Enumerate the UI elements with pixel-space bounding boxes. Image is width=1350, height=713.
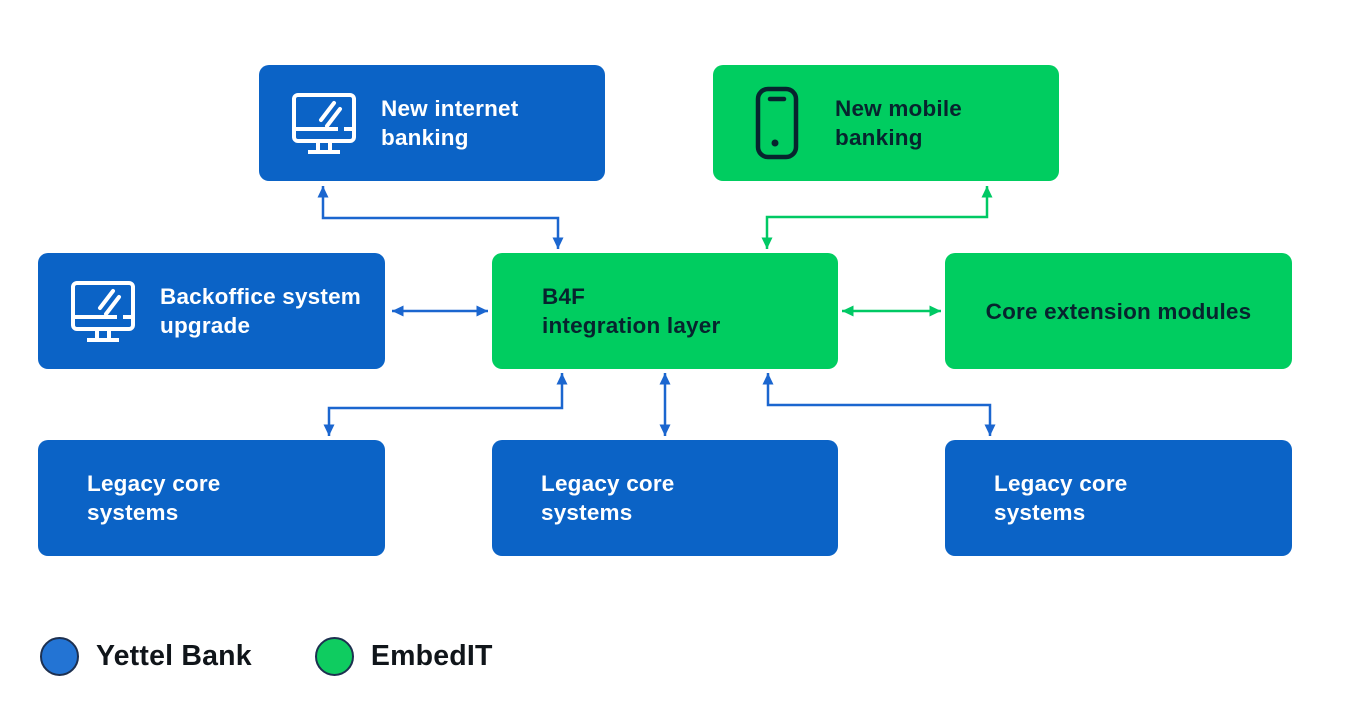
- connector-b4f-mobile: [761, 186, 993, 249]
- connector-b4f-legacy1: [323, 373, 568, 436]
- embedit-color-swatch: [314, 637, 354, 676]
- legend-item-yettel-bank: Yettel Bank: [40, 637, 252, 676]
- connector-b4f-legacy3: [762, 373, 996, 436]
- connector-internet-b4f: [317, 186, 564, 249]
- legend-item-embedit: EmbedIT: [314, 637, 493, 676]
- monitor-icon: [288, 87, 360, 159]
- yettel-bank-color-swatch: [40, 637, 79, 676]
- node-core-extension-modules: Core extension modules: [945, 253, 1292, 369]
- legend: Yettel Bank EmbedIT: [40, 637, 493, 676]
- node-label: Core extension modules: [985, 298, 1252, 324]
- monitor-icon: [67, 275, 139, 347]
- smartphone-icon: [753, 83, 801, 163]
- legend-label: EmbedIT: [370, 640, 493, 672]
- legend-label: Yettel Bank: [96, 640, 252, 672]
